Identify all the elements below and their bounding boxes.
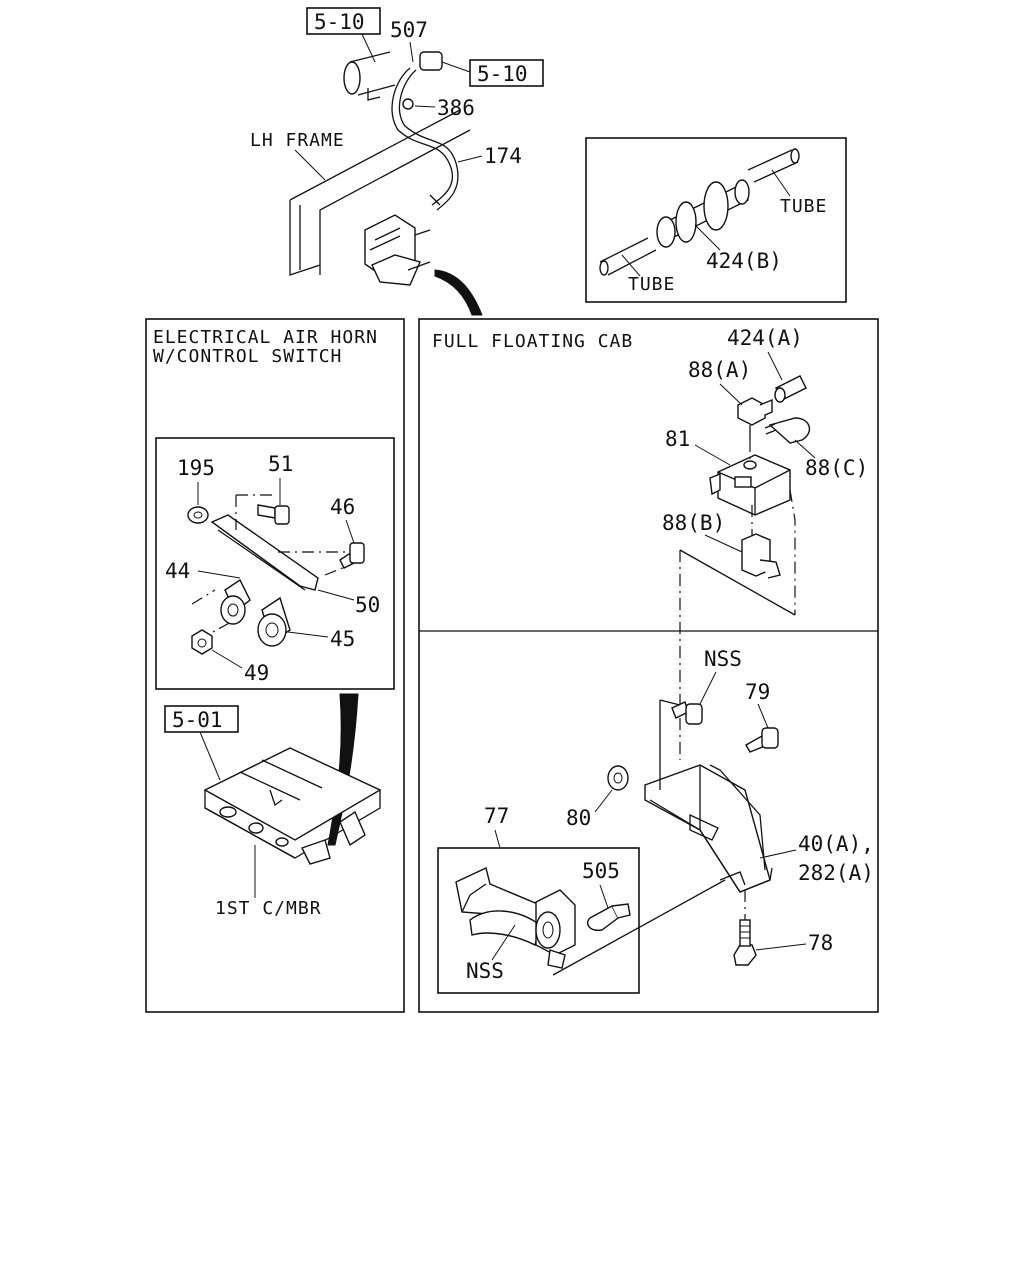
label-44: 44 [165, 559, 190, 583]
title-full-floating-cab: FULL FLOATING CAB [432, 331, 633, 352]
label-1st-crossmember: 1ST C/MBR [215, 898, 322, 919]
valve-assembly-graphic [679, 375, 811, 760]
label-45: 45 [330, 627, 355, 651]
crossmember-graphic [203, 747, 382, 865]
label-81: 81 [665, 427, 690, 451]
label-386: 386 [437, 96, 475, 120]
label-50: 50 [355, 593, 380, 617]
label-507: 507 [390, 18, 428, 42]
frame-assembly [289, 51, 483, 316]
electrical-horn-panel [145, 318, 405, 1013]
label-174: 174 [484, 144, 522, 168]
connector-424b-graphic [599, 148, 800, 276]
ref-box-5-10-a [306, 7, 381, 35]
label-46: 46 [330, 495, 355, 519]
horn-bracket-graphic [187, 494, 365, 655]
label-77: 77 [484, 804, 509, 828]
title-control-switch: W/CONTROL SWITCH [153, 346, 342, 367]
horn-bracket-inner-box [155, 437, 395, 690]
label-49: 49 [244, 661, 269, 685]
ref-5-10-a: 5-10 [314, 10, 365, 34]
tube-detail-box [585, 137, 847, 303]
label-88c: 88(C) [805, 456, 868, 480]
ref-5-01: 5-01 [172, 708, 223, 732]
label-505: 505 [582, 859, 620, 883]
label-78: 78 [808, 931, 833, 955]
label-80: 80 [566, 806, 591, 830]
title-electrical-horn: ELECTRICAL AIR HORN [153, 327, 378, 348]
ref-box-5-10-b [469, 59, 544, 87]
label-282a: 282(A) [798, 861, 874, 885]
label-424a: 424(A) [727, 326, 803, 350]
label-88a: 88(A) [688, 358, 751, 382]
label-nss-2: NSS [466, 959, 504, 983]
label-88b: 88(B) [662, 511, 725, 535]
cab-bracket-graphic [607, 699, 779, 966]
label-nss-1: NSS [704, 647, 742, 671]
ref-5-10-b: 5-10 [477, 62, 528, 86]
label-195: 195 [177, 456, 215, 480]
air-horn-detail-box [437, 847, 640, 994]
label-tube-1: TUBE [780, 196, 827, 217]
label-51: 51 [268, 452, 293, 476]
label-424b: 424(B) [706, 249, 782, 273]
label-lh-frame: LH FRAME [250, 130, 345, 151]
label-tube-2: TUBE [628, 274, 675, 295]
full-floating-cab-panel [418, 318, 879, 1013]
ref-box-5-01 [164, 705, 239, 733]
label-79: 79 [745, 680, 770, 704]
label-40a: 40(A), [798, 832, 874, 856]
air-horn-graphic [455, 867, 726, 976]
